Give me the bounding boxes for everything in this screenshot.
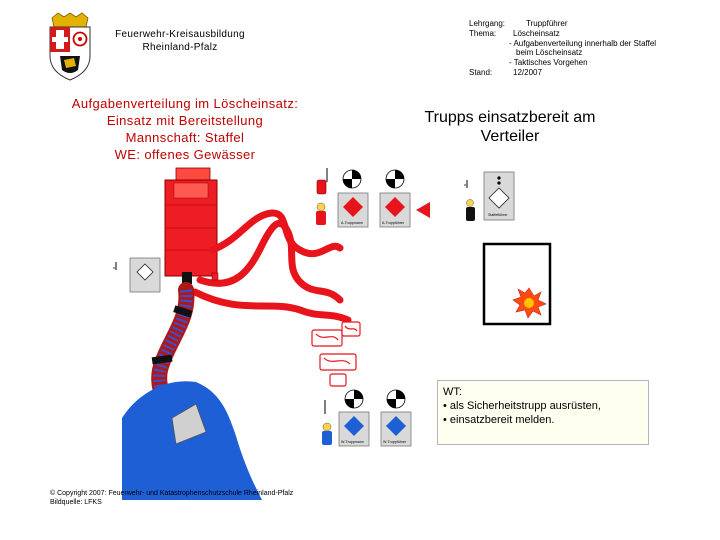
svg-text:A-Truppmann: A-Truppmann bbox=[341, 221, 363, 225]
footer: © Copyright 2007: Feuerwehr- und Katastr… bbox=[50, 489, 293, 507]
copyright-text: © Copyright 2007: Feuerwehr- und Katastr… bbox=[50, 490, 294, 497]
svg-text:W-Truppführer: W-Truppführer bbox=[383, 440, 407, 444]
lehrgang-label: Lehrgang: bbox=[469, 19, 506, 28]
machinist-symbol bbox=[211, 272, 219, 281]
command-line-2: • einsatzbereit melden. bbox=[443, 414, 555, 426]
command-box: WT: • als Sicherheitstrupp ausrüsten, • … bbox=[437, 380, 649, 445]
slide-title-line-1: Aufgabenverteilung im Löscheinsatz: bbox=[71, 96, 299, 111]
fire-engine-lf bbox=[164, 167, 218, 284]
command-heading: WT: bbox=[443, 386, 462, 398]
coat-of-arms-logo bbox=[49, 12, 91, 81]
water-squad-blue: W-Truppmann W-Truppführer bbox=[322, 389, 412, 447]
building-with-fire bbox=[482, 242, 552, 326]
thema-line-3: beim Löscheinsatz bbox=[516, 48, 583, 57]
svg-text:A-Truppführer: A-Truppführer bbox=[382, 221, 405, 225]
course-info: Lehrgang: Truppführer Thema: Löscheinsat… bbox=[469, 19, 689, 79]
thema-line-1: Löscheinsatz bbox=[513, 29, 560, 38]
thema-line-2: - Aufgabenverteilung innerhalb der Staff… bbox=[509, 39, 657, 48]
pressure-hoses bbox=[191, 209, 352, 324]
slide-title-line-2: Einsatz mit Bereitstellung bbox=[106, 113, 264, 128]
slide-subtitle: Trupps einsatzbereit am Verteiler bbox=[400, 108, 620, 146]
org-line-2: Rheinland-Pfalz bbox=[142, 42, 218, 53]
svg-text:W-Truppmann: W-Truppmann bbox=[341, 440, 364, 444]
slide-title: Aufgabenverteilung im Löscheinsatz: Eins… bbox=[30, 95, 340, 163]
org-line-1: Feuerwehr-Kreisausbildung bbox=[115, 29, 245, 40]
thema-label: Thema: bbox=[469, 29, 497, 38]
open-water bbox=[122, 381, 262, 500]
lehrgang-value: Truppführer bbox=[526, 19, 568, 28]
distributor-card bbox=[113, 257, 161, 293]
slide-title-line-3: Mannschaft: Staffel bbox=[125, 130, 245, 145]
svg-text:Staffelführer: Staffelführer bbox=[488, 213, 508, 217]
command-line-1: • als Sicherheitstrupp ausrüsten, bbox=[443, 400, 601, 412]
squad-standby-right: Staffelführer bbox=[464, 171, 515, 221]
slide-title-line-4: WE: offenes Gewässer bbox=[114, 147, 256, 162]
attack-squad-red: A-Truppmann A-Truppführer bbox=[316, 168, 430, 228]
subtitle-line-2: Verteiler bbox=[480, 128, 540, 145]
thema-line-4: - Taktisches Vorgehen bbox=[509, 58, 588, 67]
stand-label: Stand: bbox=[469, 68, 493, 77]
image-source: Bildquelle: LFKS bbox=[50, 499, 102, 506]
organisation-header: Feuerwehr-Kreisausbildung Rheinland-Pfal… bbox=[105, 28, 255, 54]
hose-packs bbox=[311, 321, 361, 387]
subtitle-line-1: Trupps einsatzbereit am bbox=[424, 109, 596, 126]
stand-value: 12/2007 bbox=[513, 68, 542, 77]
